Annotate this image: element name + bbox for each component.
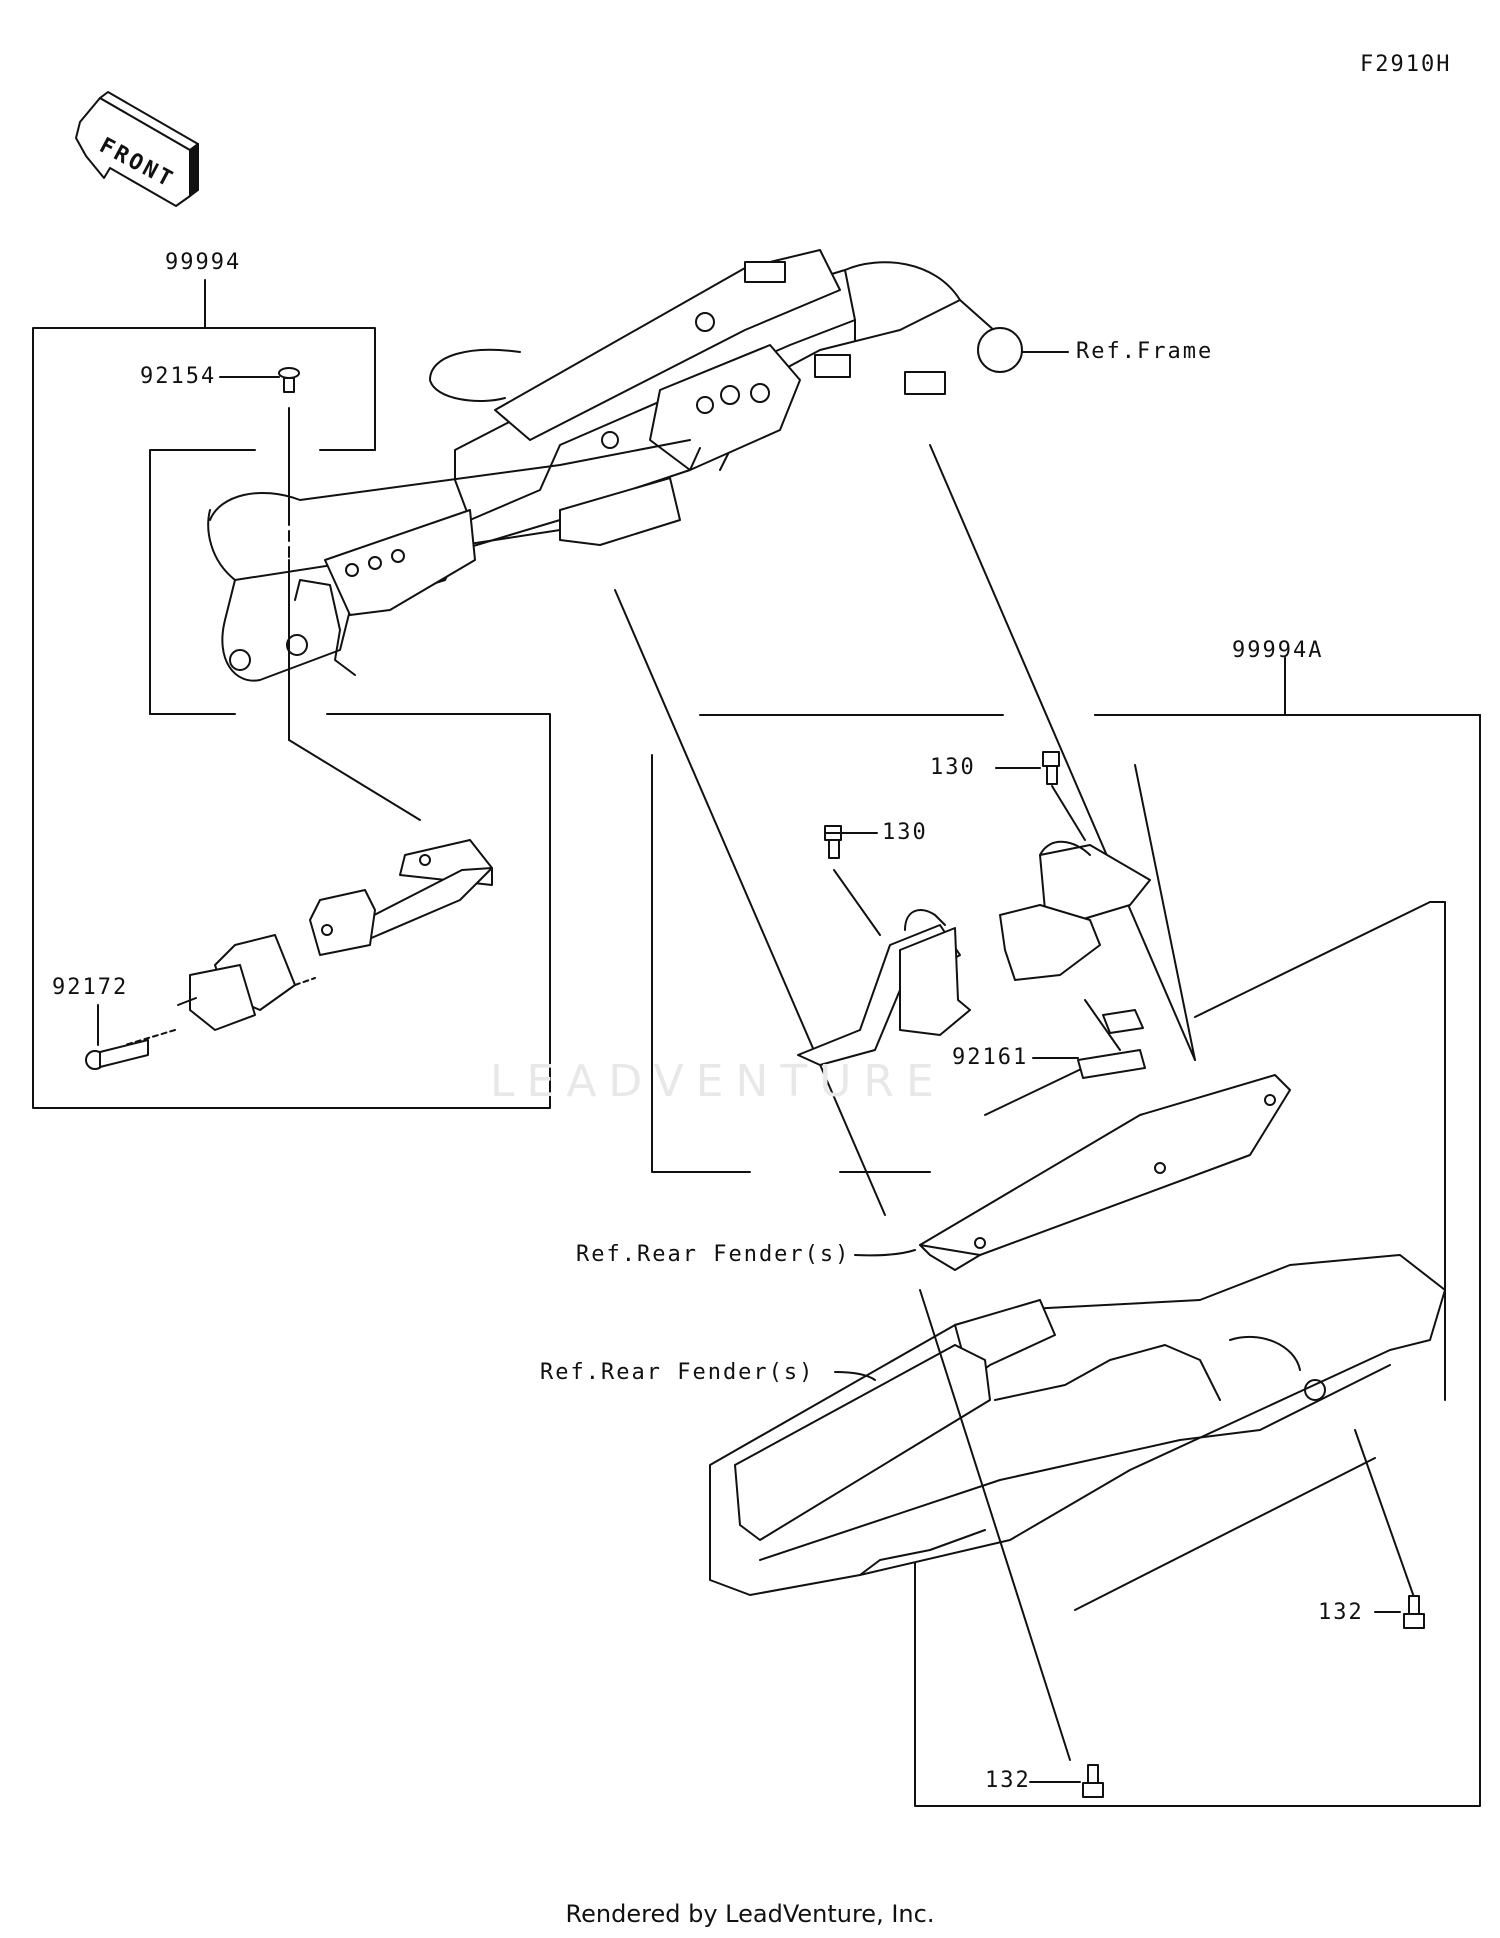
label-ref-frame[interactable]: Ref.Frame (1076, 339, 1214, 364)
bolt-132-b-icon (1083, 1765, 1103, 1797)
pad-92161-icon (1103, 1010, 1143, 1033)
diagram-code: F2910H (1360, 52, 1452, 77)
damper-part (178, 935, 315, 1030)
accessory-bracket (310, 840, 492, 955)
watermark: LEADVENTURE (490, 1056, 946, 1107)
label-kit-99994a[interactable]: 99994A (1232, 638, 1324, 663)
label-kit-99994[interactable]: 99994 (165, 250, 242, 275)
screw-92154-icon (279, 368, 299, 392)
label-bolt-132-a[interactable]: 132 (1318, 1600, 1364, 1625)
label-pad-92161[interactable]: 92161 (952, 1045, 1029, 1070)
rear-fender (710, 1255, 1445, 1595)
front-arrow-icon: FRONT (76, 92, 198, 206)
bolt-130-a-icon (1043, 752, 1059, 784)
bolt-130-b-icon (825, 826, 841, 858)
label-bolt-130-b[interactable]: 130 (882, 820, 928, 845)
label-ref-rear-fender-a[interactable]: Ref.Rear Fender(s) (576, 1242, 851, 1267)
footer-credit: Rendered by LeadVenture, Inc. (565, 1900, 935, 1928)
label-screw-92154[interactable]: 92154 (140, 364, 217, 389)
mount-bracket-left (798, 910, 970, 1065)
mount-bracket-right (1000, 842, 1150, 980)
bolt-92172-icon (86, 1040, 148, 1069)
bolt-132-a-icon (1404, 1596, 1424, 1628)
mounting-plate (920, 1075, 1290, 1270)
label-bolt-132-b[interactable]: 132 (985, 1768, 1031, 1793)
pad-92161-b-icon (1078, 1050, 1145, 1078)
label-bolt-92172[interactable]: 92172 (52, 975, 129, 1000)
label-ref-rear-fender-b[interactable]: Ref.Rear Fender(s) (540, 1360, 815, 1385)
frame-assembly (208, 250, 1022, 681)
label-bolt-130-a[interactable]: 130 (930, 755, 976, 780)
kit-99994a-bracket (652, 658, 1480, 1806)
